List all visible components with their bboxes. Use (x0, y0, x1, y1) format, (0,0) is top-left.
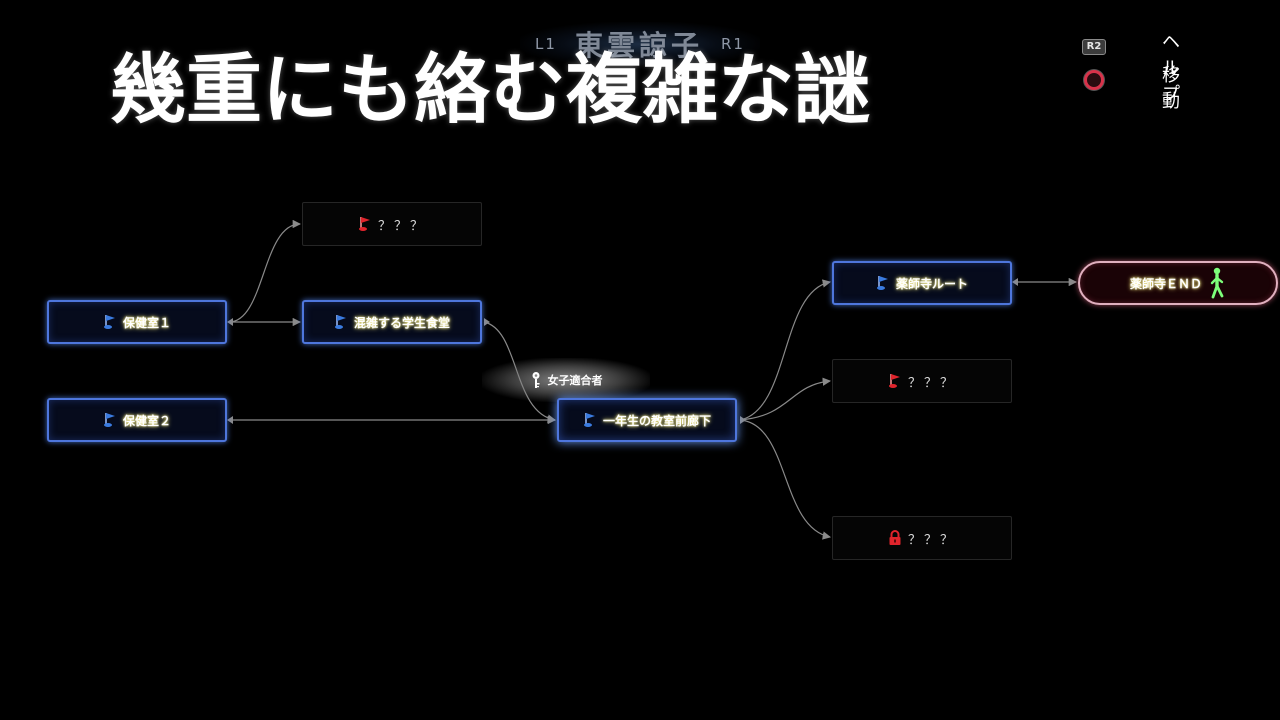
node-label: 混雑する学生食堂 (353, 315, 450, 330)
node-unknown-mid[interactable]: ？？？ (832, 359, 1012, 403)
connector-rouka-yakushiji (739, 279, 832, 421)
red-flag-icon (888, 374, 900, 388)
connector-rouka-unknown-locked (739, 419, 832, 540)
walking-figure-icon (1210, 267, 1224, 299)
help-row-help[interactable]: R2 ヘルプ (1082, 30, 1180, 105)
node-label: 保健室１ (122, 315, 171, 330)
node-label: ？？？ (907, 375, 956, 391)
blue-flag-icon (103, 413, 115, 427)
character-tab-bar[interactable]: L1 東雲諒子 R1 (520, 22, 760, 66)
condition-key-badge: 女子適合者 (482, 358, 650, 402)
promo-headline: 幾重にも絡む複雑な謎 (110, 45, 870, 134)
red-lock-icon (889, 530, 901, 545)
node-label: ？？？ (907, 532, 956, 548)
condition-label: 女子適合者 (547, 374, 603, 387)
connector-rouka-unknown-mid (739, 377, 832, 421)
blue-flag-icon (334, 315, 346, 329)
circle-button-icon (1084, 69, 1104, 90)
node-shokudo[interactable]: 混雑する学生食堂 (302, 300, 482, 344)
r2-button-icon: R2 (1082, 38, 1106, 55)
help-label: ヘルプ (1162, 32, 1180, 105)
node-hoken2[interactable]: 保健室２ (47, 398, 227, 442)
help-menu: R2 ヘルプ 移動 (1082, 30, 1180, 112)
help-row-move[interactable]: 移動 (1082, 63, 1180, 112)
node-yakushiji-end[interactable]: 薬師寺ＥＮＤ (1078, 261, 1278, 305)
connector-hoken1-unknown-top (228, 219, 302, 323)
node-unknown-locked[interactable]: ？？？ (832, 516, 1012, 560)
l1-tab-key[interactable]: L1 (535, 35, 557, 53)
node-label: ？？？ (377, 218, 426, 234)
red-flag-icon (358, 217, 370, 231)
move-label: 移動 (1162, 65, 1180, 112)
blue-flag-icon (583, 413, 595, 427)
ending-label: 薬師寺ＥＮＤ (1129, 276, 1202, 291)
blue-flag-icon (103, 315, 115, 329)
key-icon (532, 372, 539, 388)
node-yakushiji-route[interactable]: 薬師寺ルート (832, 261, 1012, 305)
blue-flag-icon (876, 276, 888, 290)
node-hoken1[interactable]: 保健室１ (47, 300, 227, 344)
node-label: 薬師寺ルート (895, 276, 968, 291)
node-label: 保健室２ (122, 413, 171, 428)
node-rouka-current[interactable]: 一年生の教室前廊下 (557, 398, 737, 442)
r1-tab-key[interactable]: R1 (720, 35, 745, 53)
node-unknown-top[interactable]: ？？？ (302, 202, 482, 246)
character-name: 東雲諒子 (574, 29, 703, 62)
node-label: 一年生の教室前廊下 (602, 413, 711, 428)
